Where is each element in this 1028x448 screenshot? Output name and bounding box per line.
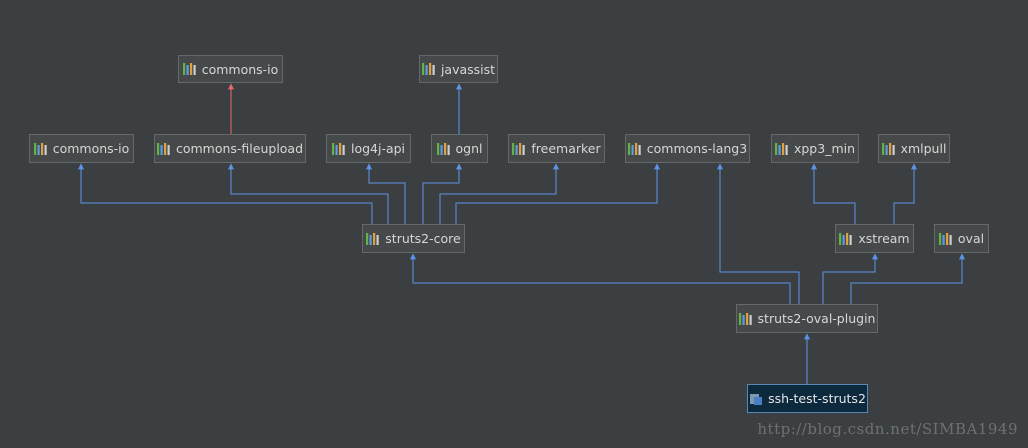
node-commons-lang3[interactable]: commons-lang3 [625,134,750,163]
node-commons-io-top[interactable]: commons-io [178,55,283,83]
node-label: freemarker [531,141,601,156]
node-log4j-api[interactable]: log4j-api [326,134,411,163]
edge-struts2-core-to-log4j-api [366,163,406,224]
edge-struts2-core-to-freemarker [439,163,559,224]
node-label: ognl [455,141,483,156]
node-label: xstream [858,231,910,246]
node-label: log4j-api [350,141,406,156]
module-icon [750,393,763,405]
library-icon [33,142,47,155]
library-icon [938,232,952,245]
node-label: ssh-test-struts2 [768,391,866,406]
node-ognl[interactable]: ognl [431,134,488,163]
library-icon [182,63,196,75]
node-xmlpull[interactable]: xmlpull [878,134,950,163]
node-label: struts2-core [385,231,461,246]
edge-struts2-core-to-commons-fileupload [228,163,389,224]
node-label: commons-lang3 [646,141,748,156]
node-label: struts2-oval-plugin [757,311,876,326]
node-oval[interactable]: oval [934,224,989,253]
node-javassist[interactable]: javassist [419,55,498,83]
node-label: commons-io [201,61,279,77]
edge-xstream-to-xpp3-min [811,163,856,224]
node-commons-io[interactable]: commons-io [29,134,134,163]
node-struts2-core[interactable]: struts2-core [362,224,465,253]
library-icon [881,142,895,155]
library-icon [366,232,379,245]
edge-struts2-core-to-ognl [422,163,462,224]
edge-struts2-oval-plugin-to-oval [850,253,965,304]
node-label: javassist [440,61,496,77]
node-xstream[interactable]: xstream [835,224,914,253]
library-icon [512,142,526,155]
library-icon [156,142,170,155]
node-label: xmlpull [900,141,947,156]
node-label: commons-io [52,141,130,156]
library-icon [436,142,450,155]
edge-struts2-core-to-commons-lang3 [455,163,660,224]
watermark: http://blog.csdn.net/SIMBA1949 [757,420,1018,438]
edge-struts2-core-to-commons-io [78,163,373,224]
node-label: commons-fileupload [175,141,304,156]
library-icon [421,63,435,75]
edge-struts2-oval-plugin-to-xstream [822,253,878,304]
node-ssh-test-struts2[interactable]: ssh-test-struts2 [747,384,868,413]
node-label: oval [957,231,985,246]
edge-struts2-oval-plugin-to-commons-lang3 [717,163,800,304]
node-label: xpp3_min [793,141,856,156]
edge-xstream-to-xmlpull [893,163,917,224]
node-struts2-oval-plugin[interactable]: struts2-oval-plugin [736,304,878,333]
edge-struts2-oval-plugin-to-struts2-core [410,253,791,304]
library-icon [331,142,345,155]
library-icon [738,312,752,325]
library-icon [839,232,853,245]
node-freemarker[interactable]: freemarker [508,134,605,163]
library-icon [627,142,641,155]
library-icon [774,142,788,155]
node-commons-fileupload[interactable]: commons-fileupload [154,134,306,163]
node-xpp3-min[interactable]: xpp3_min [771,134,859,163]
